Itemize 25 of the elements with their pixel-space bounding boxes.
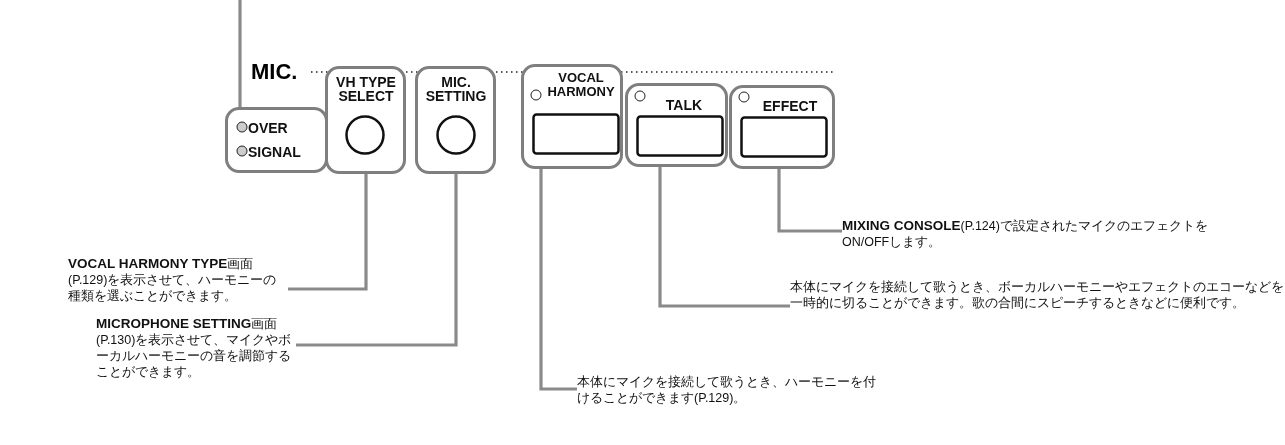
leader-line (288, 174, 368, 291)
description-text: MICROPHONE SETTING画面(P.130)を表示させて、マイクやボーカルハーモニーの音を調節することができます。 (96, 316, 293, 380)
button-label: OVER (248, 119, 289, 138)
button-label: TALK (664, 98, 704, 112)
control-panel (325, 66, 406, 174)
description-text: 本体にマイクを接続して歌うとき、ボーカルハーモニーやエフェクトのエコーなどを一時的に切ることができます。歌の合間にスピーチするときなどに便利です。 (790, 279, 1284, 311)
description-text: VOCAL HARMONY TYPE画面(P.129)を表示させて、ハーモニーの種類を選ぶことができます。 (68, 256, 278, 304)
description-text: 本体にマイクを接続して歌うとき、ハーモニーを付けることができます(P.129)。 (577, 374, 877, 406)
control-panel (225, 107, 328, 173)
control-panel (521, 64, 623, 169)
leader-line (296, 174, 458, 347)
button-label: VH TYPE SELECT (335, 75, 397, 103)
section-label: MIC. (251, 60, 298, 84)
leader-line (238, 0, 242, 107)
control-panel (729, 85, 835, 169)
button-label: EFFECT (761, 99, 819, 113)
control-panel (625, 83, 728, 167)
button-label: MIC. SETTING (424, 75, 488, 103)
leader-line (777, 169, 842, 233)
leader-line (658, 167, 790, 308)
button-label: SIGNAL (248, 143, 302, 162)
description-text: MIXING CONSOLE(P.124)で設定されたマイクのエフェクトをON/OFFします。 (842, 218, 1209, 250)
button-label: VOCAL HARMONY (546, 71, 616, 99)
leader-line (539, 169, 577, 391)
control-panel (415, 66, 496, 174)
